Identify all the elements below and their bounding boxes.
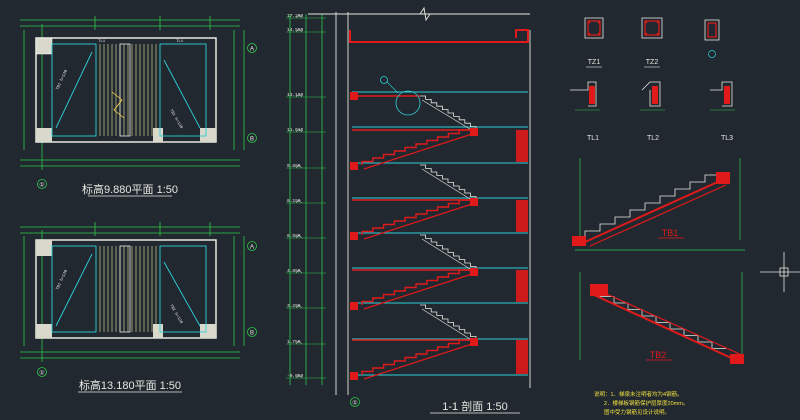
svg-text:TB1 h=120: TB1 h=120 [55, 69, 69, 91]
tz1-label: TZ1 [588, 59, 601, 66]
plan1-axis-b: B [250, 137, 254, 143]
plan1-axis-a: A [250, 47, 254, 53]
level-label: 1.750 [287, 339, 301, 345]
level-label: 11.610 [287, 127, 304, 133]
plan2-axis-b: B [250, 331, 254, 337]
level-label: -0.050 [287, 373, 304, 379]
note-line-1: 说明：1．梯梁未注明者均为4钢筋。 [594, 390, 683, 398]
svg-text:TB1 h=120: TB1 h=120 [55, 269, 69, 291]
tb1-label: TB1 [662, 228, 679, 238]
svg-text:TL1: TL1 [176, 40, 184, 44]
plan2-axis-a: A [250, 245, 254, 251]
tl2-label: TL2 [647, 135, 659, 142]
svg-text:TL1: TL1 [98, 40, 106, 44]
column-beam-details: TZ1 TZ2 TL1 TL2 TL3 [570, 17, 735, 142]
plan1-axis-num: ① [39, 182, 44, 189]
level-label: 13.180 [287, 92, 304, 98]
level-label: 14.580 [287, 27, 304, 33]
level-label: 17.200 [287, 13, 304, 19]
level-label: 8.150 [287, 198, 301, 204]
stair-slab-details: TB1 TB2 说明：1．梯梁未注明者均为4钢筋。 2．楼梯板钢筋保护层厚度20… [572, 158, 745, 416]
tb2-label: TB2 [650, 350, 667, 360]
plan2-axis-num: ① [39, 370, 44, 377]
level-label: 9.880 [287, 163, 301, 169]
section-caption: 1-1 剖面 1:50 [442, 399, 507, 413]
level-label: 4.850 [287, 268, 301, 274]
plan1-caption: 标高9.880平面 1:50 [82, 182, 178, 196]
level-label: 3.290 [287, 303, 301, 309]
plan2-caption: 标高13.180平面 1:50 [79, 378, 181, 392]
tl1-label: TL1 [587, 135, 599, 142]
crosshair-cursor-icon [760, 252, 800, 292]
note-line-2: 2．楼梯板钢筋保护层厚度20mm。 [604, 399, 688, 407]
svg-text:TB1 h=120: TB1 h=120 [168, 109, 183, 131]
section-axis: ① [352, 400, 357, 407]
stair-plan-9880: TB1 h=120 TB1 h=120 TL1 TL1 A B ① 标高9.880… [20, 16, 257, 197]
note-line-3: 图中受力钢筋见设计说明。 [604, 408, 670, 416]
tz2-label: TZ2 [646, 59, 659, 66]
tl3-label: TL3 [721, 135, 733, 142]
svg-text:TB2 h=120: TB2 h=120 [168, 304, 183, 326]
stair-section-1-1: 17.200 14.580 13.180 11.610 9.880 8.150 6.580 4… [286, 6, 531, 414]
stair-plan-13180: TB1 h=120 TB2 h=120 A B ① 标高13.180平面 1:5… [20, 222, 257, 393]
level-label: 6.580 [287, 233, 301, 239]
